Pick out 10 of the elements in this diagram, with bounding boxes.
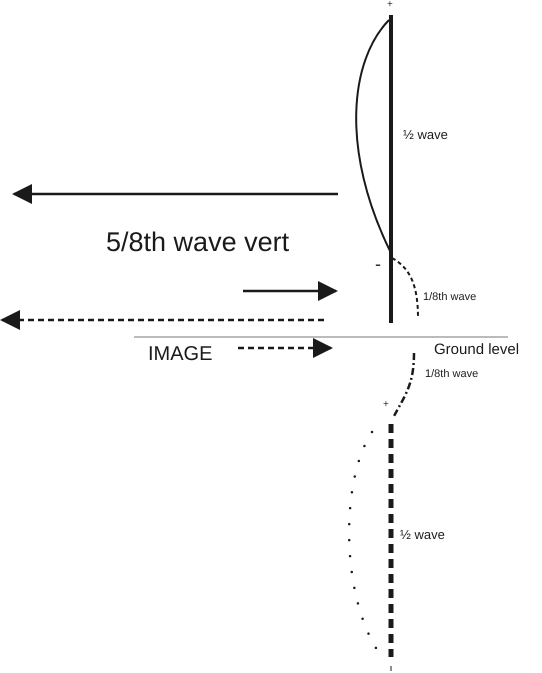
antenna-title: 5/8th wave vert	[106, 229, 290, 256]
ground-level-label: Ground level	[434, 342, 520, 357]
polarity-sign: +	[383, 400, 389, 410]
polarity-sign: +	[387, 0, 393, 10]
section-label: ½ wave	[403, 128, 448, 141]
polarity-sign: -	[375, 255, 381, 273]
section-label: 1/8th wave	[425, 369, 478, 380]
section-label: ½ wave	[400, 528, 445, 541]
section-label: 1/8th wave	[423, 292, 476, 303]
image-label: IMAGE	[148, 344, 212, 364]
